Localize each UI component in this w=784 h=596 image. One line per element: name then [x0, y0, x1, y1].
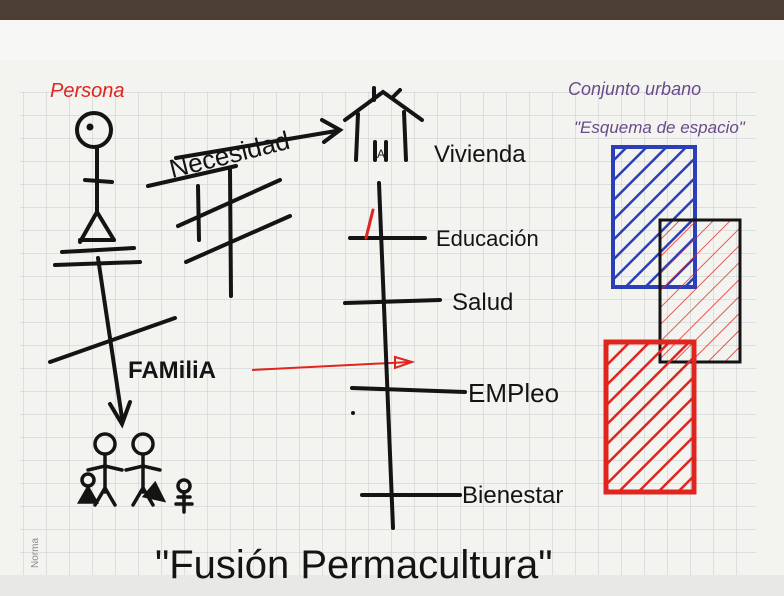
persona-label: Persona: [50, 80, 125, 102]
family-icon: [76, 432, 194, 514]
person-icon: [75, 111, 116, 244]
empleo-label: EMPleo: [468, 378, 559, 408]
red-square: [603, 339, 697, 495]
house-icon: [343, 86, 424, 162]
brand-logo: Norma: [30, 538, 41, 568]
bienestar-label: Bienestar: [462, 482, 563, 509]
familia-label: FAMiliA: [128, 357, 216, 384]
hash-lines: [176, 168, 292, 298]
arrow-down: [96, 256, 132, 429]
vivienda-label: Vivienda: [434, 141, 526, 168]
salud-label: Salud: [452, 289, 513, 316]
title-fusion-permacultura: "Fusión Permacultura": [155, 543, 552, 587]
educacion-label: Educación: [436, 226, 539, 251]
familia-arrow: [251, 355, 416, 371]
conjunto-label: Conjunto urbano: [568, 79, 701, 99]
esquema-label: "Esquema de espacio": [574, 118, 746, 137]
house-letter: A: [377, 147, 385, 161]
timeline: [343, 181, 467, 530]
background-top: [0, 0, 784, 22]
black-outlined-square: [658, 218, 742, 364]
necesidad-arrow: [146, 118, 344, 188]
